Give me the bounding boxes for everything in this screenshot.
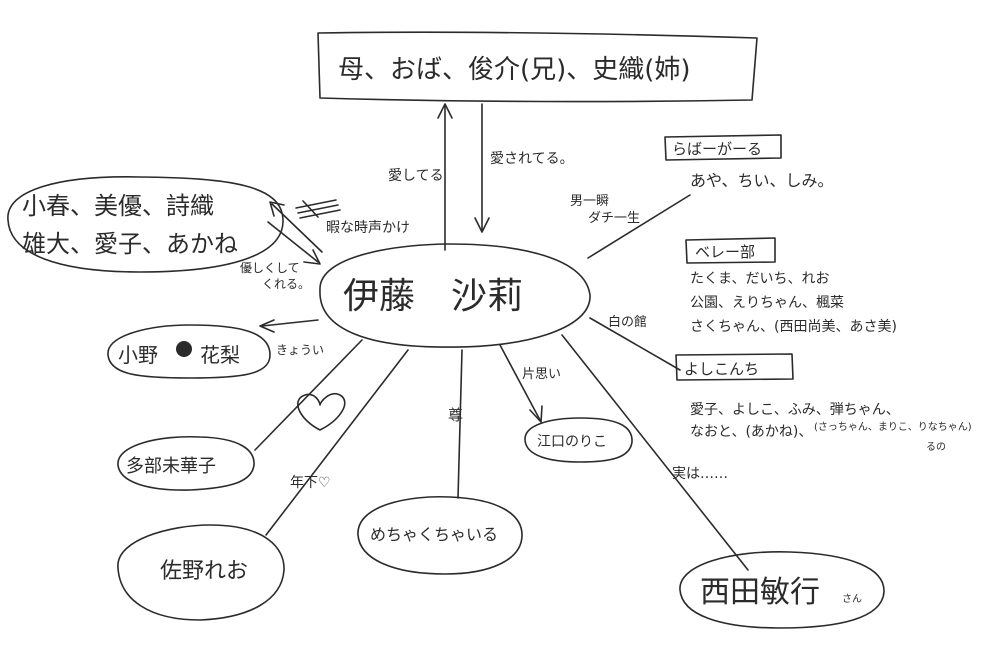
beret-title-box xyxy=(685,237,776,264)
beret-title: ベレー部 xyxy=(695,243,755,261)
beret-line3: さくちゃん、(西田尚美、あさ美) xyxy=(690,319,897,335)
label-kind-line2: くれる。 xyxy=(262,277,310,291)
eguchi-node xyxy=(524,417,633,463)
yoshikon-line4: るの xyxy=(926,441,946,453)
family-box xyxy=(317,31,758,103)
label-crush: 片思い xyxy=(522,367,561,382)
link-center-to-sano xyxy=(265,349,409,536)
family-text: 母、おば、俊介(兄)、史織(姉) xyxy=(338,55,691,85)
eguchi-name: 江口のりこ xyxy=(537,434,607,450)
label-loves: 愛してる xyxy=(388,168,444,184)
ono-node xyxy=(107,324,271,379)
nishida-suffix: さん xyxy=(842,593,862,605)
friends-line1: 小春、美優、詩織 xyxy=(22,192,214,220)
arrowhead-ono xyxy=(259,319,275,333)
nishida-node xyxy=(679,551,885,629)
label-threat: きょうい xyxy=(276,343,324,357)
arrowhead-down xyxy=(474,217,490,233)
mechakucha-name: めちゃくちゃいる xyxy=(370,525,498,544)
rubber-girls-members: あや、ちい、しみ。 xyxy=(690,171,834,190)
label-call-when-free: 暇な時声かけ xyxy=(326,220,410,236)
beret-line1: たくま、だいち、れお xyxy=(690,271,829,287)
nishida-name: 西田敏行 xyxy=(700,575,820,610)
link-center-to-nishida xyxy=(561,334,749,571)
link-center-to-eguchi xyxy=(499,344,541,421)
yoshikon-title-box xyxy=(675,353,794,381)
mechakucha-node xyxy=(357,495,523,575)
scribble-mark xyxy=(295,199,341,219)
yoshikon-title: よしこんち xyxy=(684,360,759,378)
label-precious: 尊 xyxy=(448,406,463,424)
friends-group-node xyxy=(7,176,284,273)
yoshikon-line1: 愛子、よしこ、ふみ、弾ちゃん、 xyxy=(690,402,900,418)
link-center-to-rubber-girls xyxy=(587,194,691,259)
scribbled-circle-icon xyxy=(176,341,192,357)
label-hakura: 白の館 xyxy=(608,314,647,330)
link-friends-to-center xyxy=(267,221,319,263)
sano-node xyxy=(117,524,285,621)
center-name: 伊藤 沙莉 xyxy=(343,276,523,317)
label-is-loved: 愛されてる。 xyxy=(490,151,574,167)
tabe-node xyxy=(117,435,255,491)
label-boy-line2: ダチ一生 xyxy=(588,211,640,226)
ono-name2: 花梨 xyxy=(200,343,240,367)
label-actually: 実は…… xyxy=(672,466,728,482)
rubber-girls-title: らばーがーる xyxy=(672,140,762,158)
center-node xyxy=(319,243,591,348)
link-center-to-mechakucha xyxy=(457,349,463,499)
label-boy-line1: 男一瞬 xyxy=(570,194,609,209)
label-younger: 年下♡ xyxy=(290,475,331,491)
arrowhead-friends xyxy=(269,201,285,217)
label-kind-line1: 優しくして xyxy=(240,261,300,275)
rubber-girls-title-box xyxy=(664,134,782,161)
link-center-to-friends xyxy=(271,203,323,253)
beret-line2: 公園、えりちゃん、楓菜 xyxy=(690,295,844,311)
arrowhead-center-from-friends xyxy=(303,249,321,265)
friends-line2: 雄大、愛子、あかね xyxy=(22,230,238,258)
yoshikon-line2: なおと、(あかね)、 xyxy=(690,424,812,440)
link-center-to-hakura xyxy=(589,317,681,371)
link-center-to-ono xyxy=(261,319,319,327)
link-center-to-tabe xyxy=(254,339,363,451)
heart-icon xyxy=(297,393,346,431)
yoshikon-line3: (さっちゃん、まりこ、りなちゃん) xyxy=(814,421,972,433)
arrowhead-eguchi xyxy=(529,405,543,423)
arrowhead-up xyxy=(437,103,453,119)
ono-name: 小野 xyxy=(118,343,158,367)
sano-name: 佐野れお xyxy=(160,559,248,584)
tabe-name: 多部未華子 xyxy=(126,456,216,477)
